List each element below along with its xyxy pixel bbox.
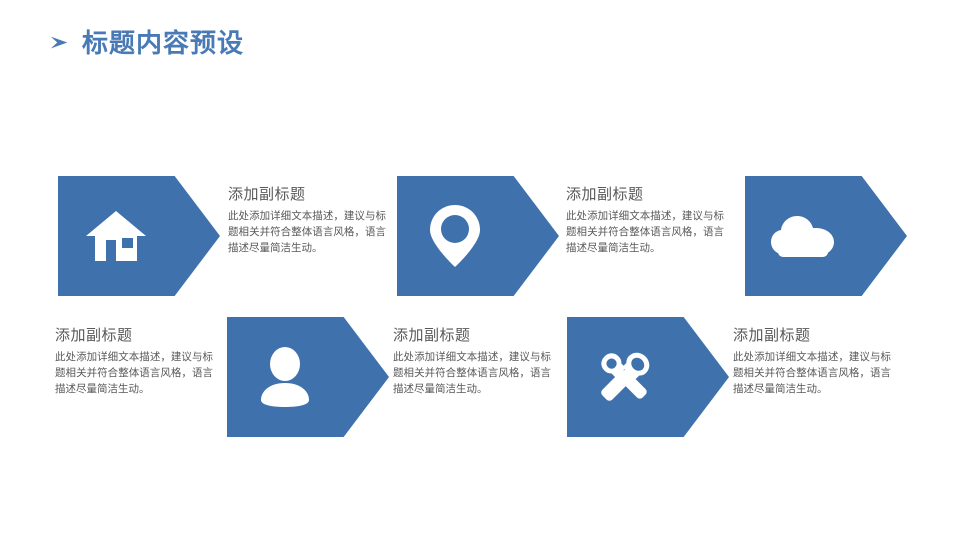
item-body: 此处添加详细文本描述，建议与标题相关并符合整体语言风格，语言描述尽量简洁生动。	[566, 209, 724, 255]
chevron-card-cloud[interactable]	[745, 176, 907, 296]
chevron-card-location[interactable]	[397, 176, 559, 296]
item-text-block: 添加副标题 此处添加详细文本描述，建议与标题相关并符合整体语言风格，语言描述尽量…	[228, 186, 386, 257]
chevron-card-user[interactable]	[227, 317, 389, 437]
item-body: 此处添加详细文本描述，建议与标题相关并符合整体语言风格，语言描述尽量简洁生动。	[733, 350, 891, 396]
item-body: 此处添加详细文本描述，建议与标题相关并符合整体语言风格，语言描述尽量简洁生动。	[228, 209, 386, 255]
item-body: 此处添加详细文本描述，建议与标题相关并符合整体语言风格，语言描述尽量简洁生动。	[55, 350, 213, 396]
item-heading: 添加副标题	[55, 327, 133, 344]
item-text-block: 添加副标题 此处添加详细文本描述，建议与标题相关并符合整体语言风格，语言描述尽量…	[733, 327, 891, 398]
page-title: 标题内容预设	[48, 30, 244, 56]
user-icon	[227, 346, 389, 408]
item-text-block: 添加副标题 此处添加详细文本描述，建议与标题相关并符合整体语言风格，语言描述尽量…	[55, 327, 213, 398]
item-heading: 添加副标题	[393, 327, 471, 344]
item-heading: 添加副标题	[228, 186, 306, 203]
chevron-card-tools[interactable]	[567, 317, 729, 437]
cloud-icon	[745, 215, 907, 257]
location-pin-icon	[397, 203, 559, 269]
arrow-right-icon	[50, 36, 68, 49]
item-text-block: 添加副标题 此处添加详细文本描述，建议与标题相关并符合整体语言风格，语言描述尽量…	[566, 186, 724, 257]
tools-icon	[567, 346, 729, 408]
chevron-card-home[interactable]	[58, 176, 220, 296]
item-body: 此处添加详细文本描述，建议与标题相关并符合整体语言风格，语言描述尽量简洁生动。	[393, 350, 551, 396]
item-heading: 添加副标题	[733, 327, 811, 344]
item-text-block: 添加副标题 此处添加详细文本描述，建议与标题相关并符合整体语言风格，语言描述尽量…	[393, 327, 551, 398]
item-heading: 添加副标题	[566, 186, 644, 203]
home-icon	[58, 207, 220, 265]
page-title-text: 标题内容预设	[82, 28, 245, 58]
